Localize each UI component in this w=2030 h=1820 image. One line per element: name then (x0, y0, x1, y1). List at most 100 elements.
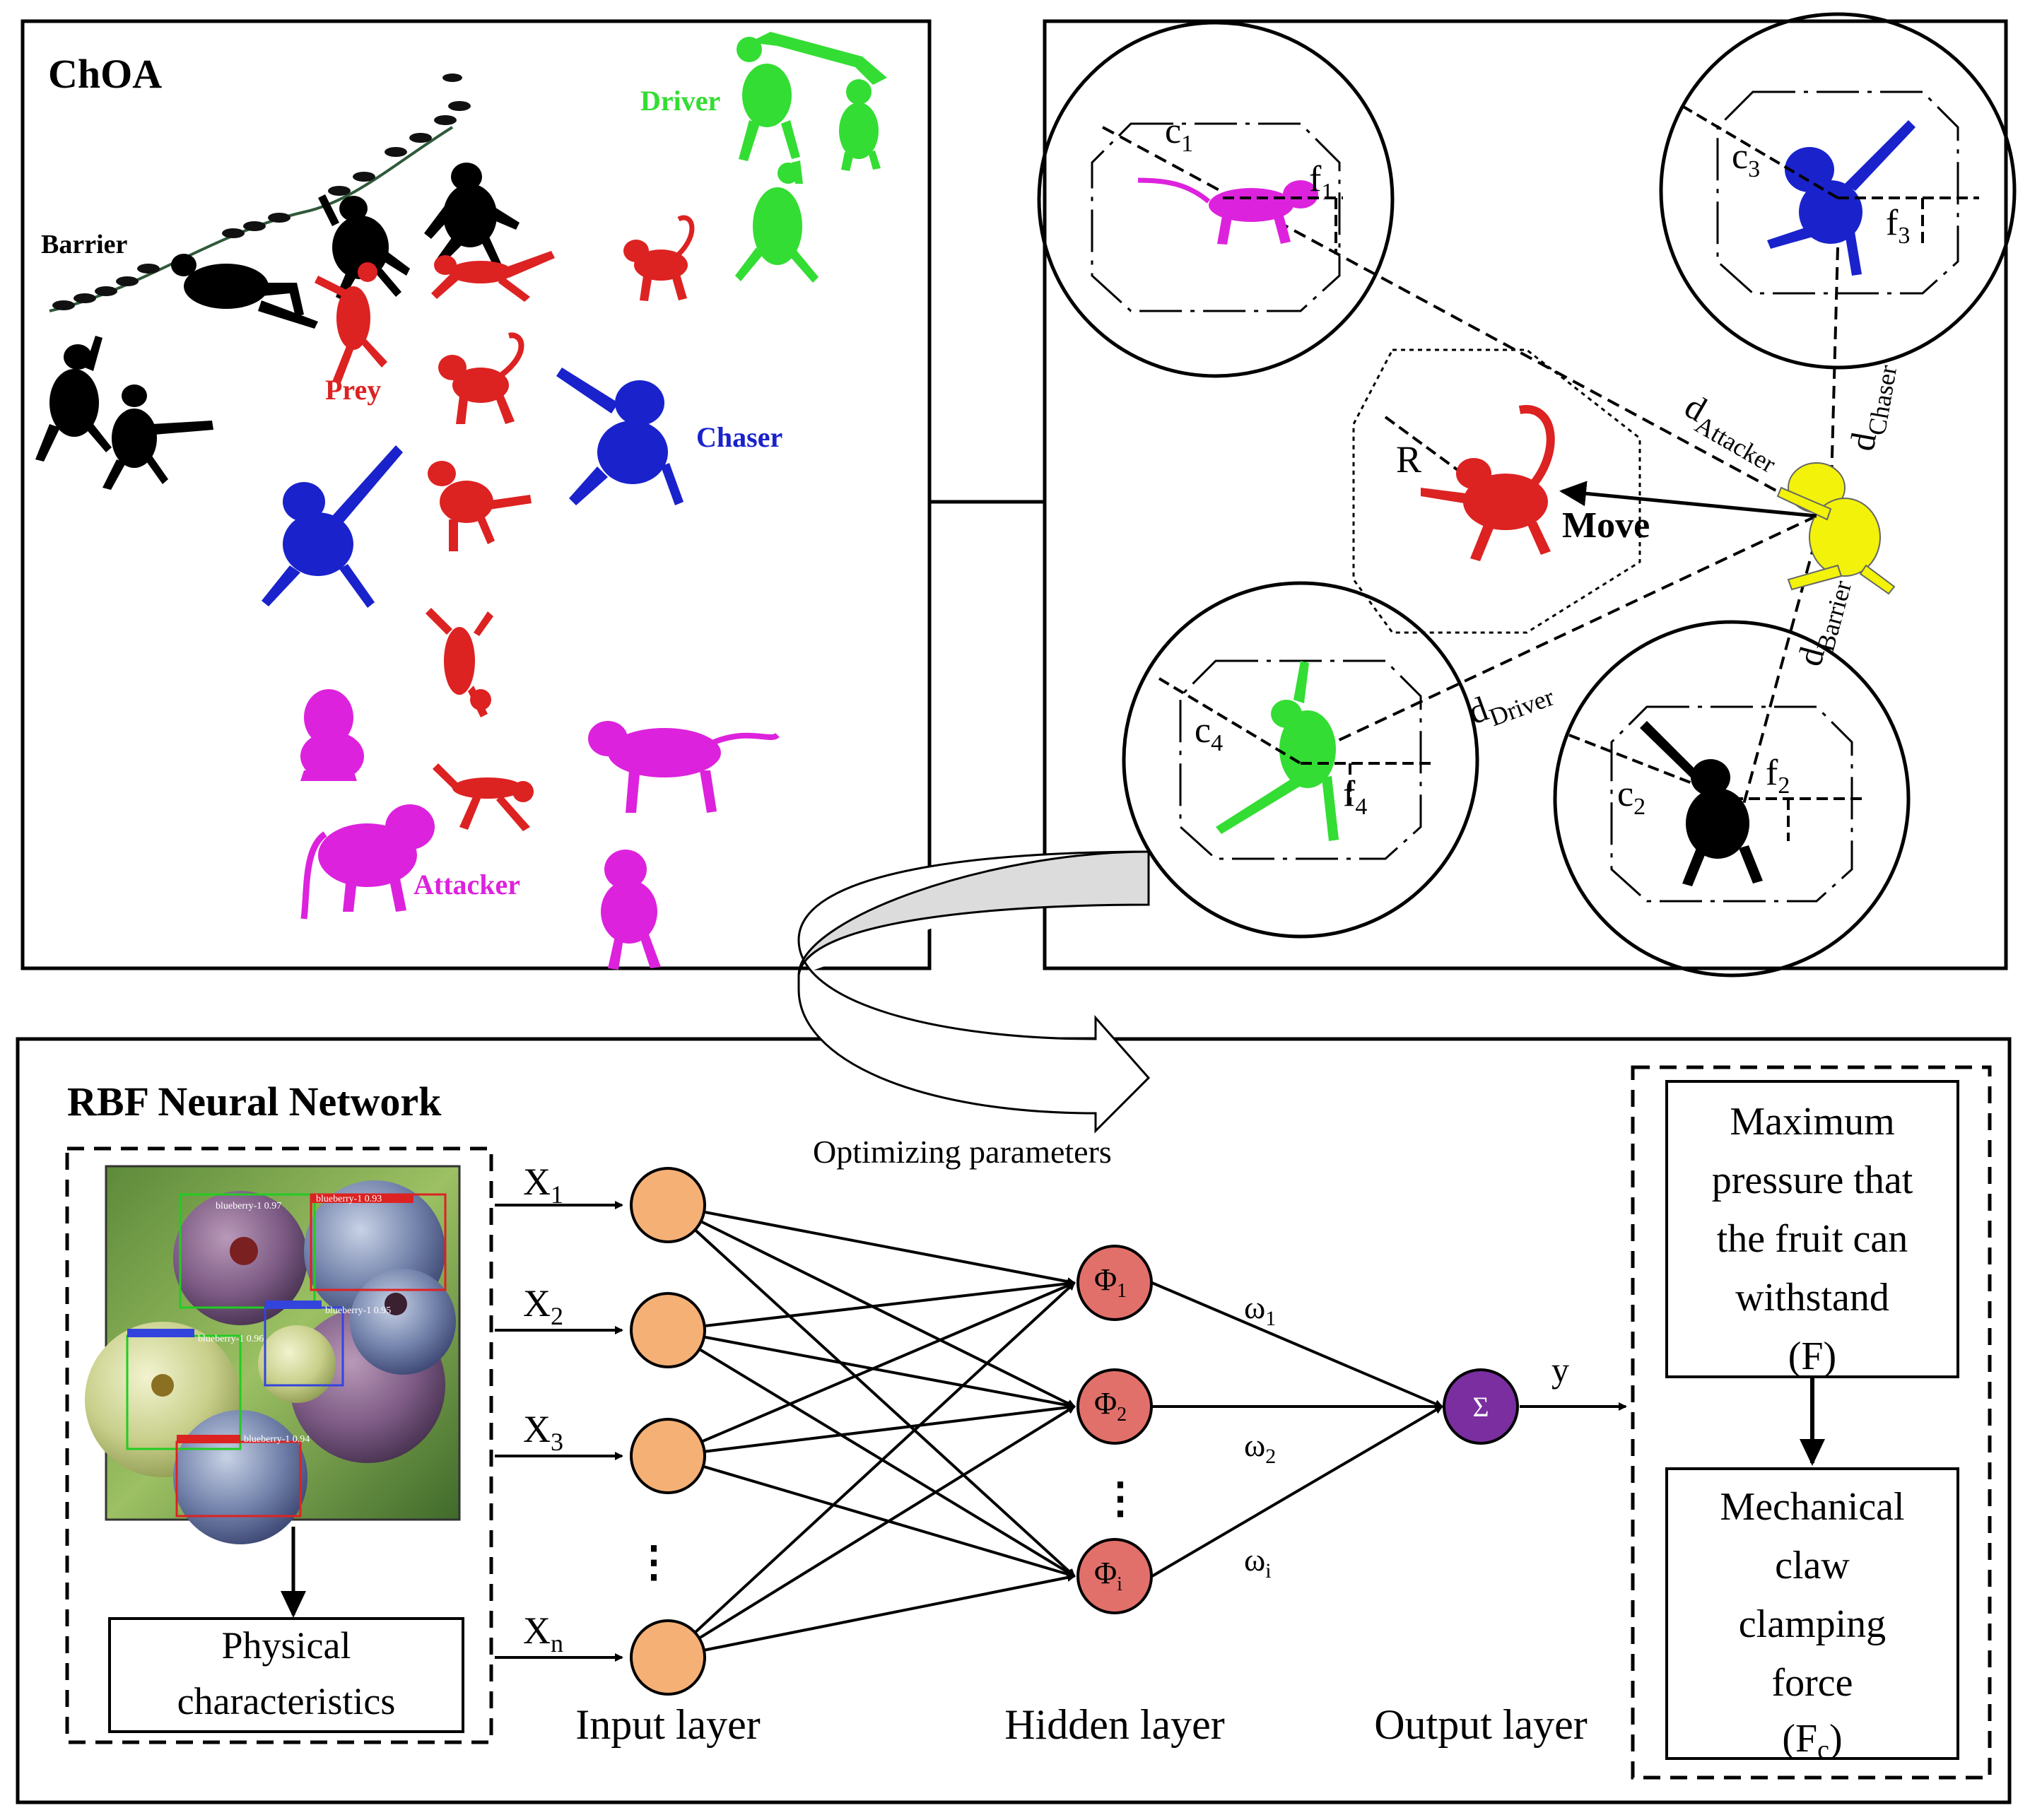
input-x1-sub: 1 (551, 1180, 563, 1209)
svg-text:c4: c4 (1195, 710, 1223, 756)
svg-text:X3: X3 (523, 1408, 563, 1456)
detection-label-4: blueberry-1 0.96 (198, 1334, 264, 1344)
f1-label: f (1309, 159, 1322, 199)
attacker-monkeys-icon (300, 689, 780, 970)
driver-label: Driver (640, 85, 720, 117)
hidden-phi-2: Φ (1094, 1386, 1117, 1421)
input-x3-sub: 3 (551, 1428, 563, 1456)
physical-characteristics-box (108, 1617, 464, 1733)
hidden-layer-label: Hidden layer (1004, 1701, 1225, 1748)
svg-text:X2: X2 (523, 1282, 563, 1330)
f1-sub: 1 (1321, 179, 1333, 205)
prey-monkeys-icon (315, 215, 695, 831)
blueberry-photo: blueberry-1 0.97 blueberry-1 0.93 bluebe… (85, 1165, 461, 1544)
f2-label: f (1766, 753, 1778, 793)
hidden-output-connections (1151, 1281, 1443, 1578)
barrier-chimps-icon (35, 163, 520, 490)
svg-text:f1: f1 (1309, 159, 1333, 205)
weight-w2: ω (1244, 1427, 1265, 1463)
input-x3: X (523, 1408, 551, 1450)
choa-title: ChOA (48, 51, 162, 97)
c4-sub: 4 (1211, 730, 1223, 756)
d-barrier-line (1730, 522, 1821, 849)
leader-chimp-icon (1776, 462, 1896, 595)
chaser-chimps-icon (262, 368, 683, 608)
d-attacker-line (1102, 126, 1817, 514)
input-xn: X (523, 1609, 551, 1652)
svg-text:Φ2: Φ2 (1094, 1386, 1127, 1426)
input-xn-sub: n (551, 1629, 563, 1657)
svg-text:c2: c2 (1617, 774, 1645, 820)
f2-sub: 2 (1778, 773, 1790, 799)
svg-text:c3: c3 (1732, 136, 1760, 182)
c2-label: c (1617, 774, 1633, 814)
input-x2-sub: 2 (551, 1302, 563, 1330)
weight-wi-sub: i (1265, 1559, 1271, 1583)
hidden-phi-2-sub: 2 (1117, 1404, 1127, 1426)
c3-sub: 3 (1748, 156, 1760, 182)
barrier-chimp-5 (102, 384, 213, 490)
svg-text:Xn: Xn (523, 1609, 563, 1657)
barrier-chimp-2 (318, 194, 410, 300)
attacker-label: Attacker (413, 869, 520, 900)
svg-text:Φ1: Φ1 (1094, 1262, 1127, 1302)
driver-chimps-icon (735, 32, 887, 283)
physical-characteristics-line2: characteristics (177, 1680, 396, 1722)
distance-lines (1102, 126, 1839, 849)
input-ellipsis: ⋮ (633, 1539, 675, 1585)
model-panel: c1 f1 c3 f3 (1037, 12, 2017, 977)
svg-text:X1: X1 (523, 1161, 563, 1209)
clamping-force-line2: claw (1775, 1544, 1850, 1587)
input-node-1 (630, 1167, 706, 1243)
max-pressure-line3: the fruit can (1717, 1217, 1908, 1261)
attacker-agent: c1 f1 (1037, 20, 1395, 378)
barrier-chimp-3 (171, 254, 318, 329)
prey-label: Prey (325, 374, 381, 406)
input-node-2 (630, 1292, 706, 1368)
driver-icon (1216, 661, 1339, 841)
clamping-force-line1: Mechanical (1720, 1485, 1904, 1529)
vine-branch-icon (49, 74, 471, 312)
optimizing-arrow-icon (797, 850, 1151, 1134)
input-node-n (630, 1619, 706, 1696)
clamping-force-symbol: (F (1782, 1717, 1817, 1761)
barrier-chimp-4 (35, 336, 112, 462)
move-label: Move (1562, 505, 1650, 546)
c4-label: c (1195, 710, 1211, 751)
result-group-box (1631, 1065, 1992, 1780)
weight-w2-sub: 2 (1265, 1445, 1276, 1468)
d-driver-line (1296, 515, 1817, 761)
c1-sub: 1 (1181, 131, 1193, 157)
hidden-phi-1: Φ (1094, 1262, 1117, 1297)
rbf-panel: RBF Neural Network blueberry-1 0 (16, 1037, 2012, 1804)
c2-sub: 2 (1633, 794, 1645, 820)
weight-wi: ω (1244, 1542, 1265, 1578)
clamping-force-symbol-sub: c (1817, 1735, 1829, 1765)
input-x2: X (523, 1282, 551, 1325)
hidden-node-i (1076, 1538, 1153, 1614)
f3-label: f (1886, 203, 1899, 243)
input-layer-nodes (630, 1167, 706, 1696)
svg-text:ω2: ω2 (1244, 1427, 1276, 1468)
hidden-ellipsis: ⋮ (1099, 1475, 1142, 1522)
input-arrows (495, 1201, 623, 1662)
chaser-icon (1767, 120, 1915, 276)
output-sum-symbol: Σ (1472, 1391, 1489, 1423)
clamping-force-line4: force (1771, 1661, 1853, 1705)
prey-icon (1421, 405, 1555, 561)
barrier-icon (1640, 721, 1763, 886)
input-hidden-connections (667, 1204, 1076, 1659)
hidden-phi-i: Φ (1094, 1556, 1117, 1590)
max-pressure-line1: Maximum (1730, 1100, 1894, 1144)
detection-label-1: blueberry-1 0.97 (216, 1201, 281, 1211)
f4-label: f (1343, 774, 1356, 814)
hidden-layer-nodes (1076, 1245, 1153, 1614)
hidden-node-2 (1076, 1368, 1153, 1445)
physical-characteristics-line1: Physical (222, 1624, 351, 1667)
chaser-agent: c3 f 3 (1659, 12, 2017, 370)
driver-agent: c4 f 4 (1122, 581, 1479, 939)
output-node (1443, 1368, 1519, 1445)
radius-label: R (1396, 438, 1421, 481)
